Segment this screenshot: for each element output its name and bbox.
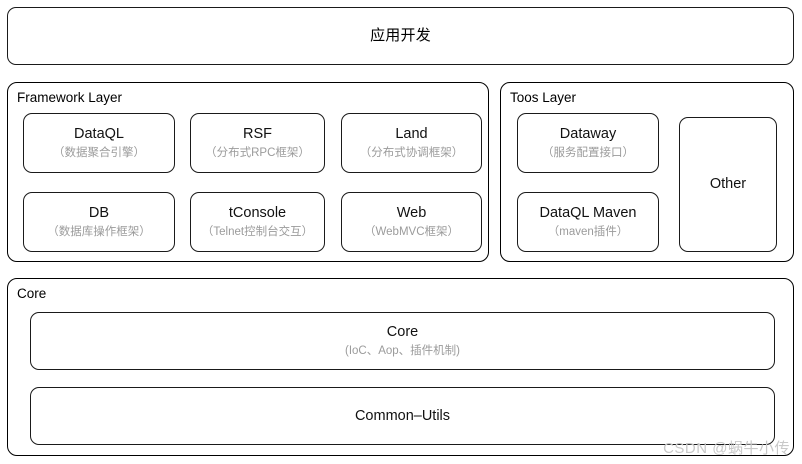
framework-item-dataql[interactable]: DataQL （数据聚合引擎） <box>23 113 175 173</box>
framework-item-tconsole-subtitle: （Telnet控制台交互） <box>201 225 314 238</box>
framework-item-land-title: Land <box>395 125 428 142</box>
application-development-box: 应用开发 <box>7 7 794 65</box>
framework-item-db-title: DB <box>88 204 110 221</box>
framework-item-tconsole-title: tConsole <box>228 204 287 221</box>
framework-item-tconsole[interactable]: tConsole （Telnet控制台交互） <box>190 192 325 252</box>
core-layer-group: Core <box>7 278 794 456</box>
framework-item-web-title: Web <box>396 204 427 221</box>
framework-item-dataql-title: DataQL <box>74 125 124 142</box>
framework-item-rsf-title: RSF <box>243 125 272 142</box>
framework-item-web-subtitle: （WebMVC框架） <box>364 225 459 238</box>
tools-item-dataway-subtitle: （服务配置接口） <box>542 146 634 159</box>
tools-item-dataway-title: Dataway <box>559 125 617 142</box>
tools-item-other-title: Other <box>709 176 747 193</box>
core-item-core-subtitle: (IoC、Aop、插件机制) <box>344 344 461 357</box>
framework-item-db[interactable]: DB （数据库操作框架） <box>23 192 175 252</box>
tools-item-dataql-maven-title: DataQL Maven <box>539 204 637 221</box>
tools-item-other[interactable]: Other <box>679 117 777 252</box>
tools-item-dataql-maven[interactable]: DataQL Maven （maven插件） <box>517 192 659 252</box>
tools-item-dataql-maven-subtitle: （maven插件） <box>547 225 629 238</box>
framework-item-rsf[interactable]: RSF （分布式RPC框架） <box>190 113 325 173</box>
core-item-common-utils[interactable]: Common–Utils <box>30 387 775 445</box>
framework-item-rsf-subtitle: （分布式RPC框架） <box>205 146 310 159</box>
framework-layer-label: Framework Layer <box>17 90 123 105</box>
framework-item-dataql-subtitle: （数据聚合引擎） <box>53 146 145 159</box>
core-item-common-utils-title: Common–Utils <box>354 407 451 424</box>
framework-item-web[interactable]: Web （WebMVC框架） <box>341 192 482 252</box>
tools-item-dataway[interactable]: Dataway （服务配置接口） <box>517 113 659 173</box>
framework-item-land-subtitle: （分布式协调框架） <box>359 146 464 159</box>
framework-item-db-subtitle: （数据库操作框架） <box>47 225 151 238</box>
core-layer-label: Core <box>17 286 47 301</box>
core-item-core[interactable]: Core (IoC、Aop、插件机制) <box>30 312 775 370</box>
core-item-core-title: Core <box>386 323 419 340</box>
application-development-label: 应用开发 <box>370 26 431 44</box>
tools-layer-label: Toos Layer <box>510 90 577 105</box>
framework-item-land[interactable]: Land （分布式协调框架） <box>341 113 482 173</box>
